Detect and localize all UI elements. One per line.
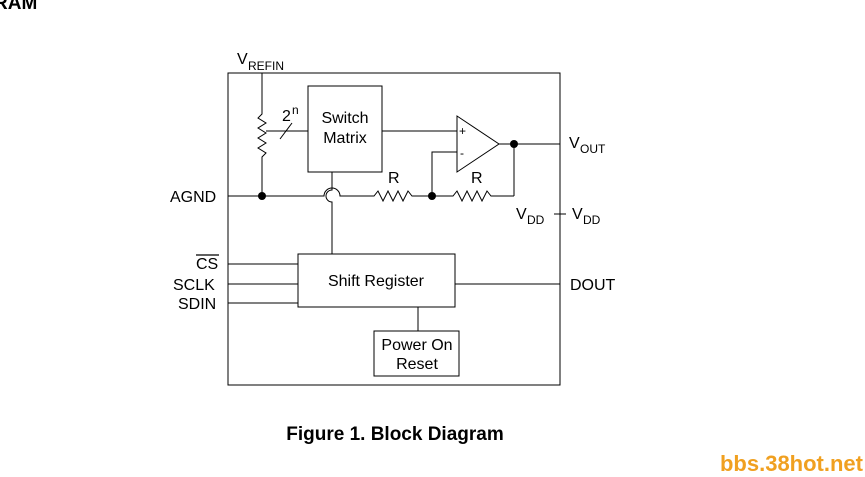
matrix-to-shift-register-wire — [325, 172, 333, 254]
agnd-label: AGND — [170, 189, 216, 206]
resistor-r2 — [432, 189, 514, 203]
agnd-junction-dot — [258, 192, 266, 200]
switch-matrix-label-1: Switch — [321, 110, 368, 127]
svg-text:2: 2 — [282, 108, 291, 125]
shift-register-block — [297, 253, 456, 308]
op-amp-minus: - — [460, 146, 464, 160]
svg-text:V: V — [569, 135, 580, 152]
vrefin-label: V REFIN — [237, 51, 284, 73]
bus-width-label: 2 n — [282, 103, 299, 125]
shift-register-label: Shift Register — [328, 273, 425, 290]
sdin-label: SDIN — [178, 296, 216, 313]
svg-text:DD: DD — [527, 213, 545, 227]
vout-label: V OUT — [569, 135, 606, 156]
power-on-reset-block — [373, 330, 460, 377]
section-heading-fragment: RAM — [0, 0, 37, 14]
svg-text:V: V — [237, 51, 248, 68]
svg-text:OUT: OUT — [580, 142, 606, 156]
op-amp — [456, 115, 500, 173]
svg-text:CS: CS — [196, 256, 218, 273]
resistor-r1-label: R — [388, 170, 400, 187]
svg-text:DD: DD — [583, 213, 601, 227]
resistor-r1 — [370, 189, 432, 203]
dout-label: DOUT — [570, 277, 616, 294]
switch-matrix-block — [307, 85, 383, 173]
svg-text:V: V — [516, 206, 527, 223]
power-on-reset-label-2: Reset — [396, 356, 438, 373]
vdd-inner-label: V DD — [516, 206, 545, 227]
switch-matrix-label-2: Matrix — [323, 130, 367, 147]
power-on-reset-label-1: Power On — [381, 337, 452, 354]
inverting-input-wire — [431, 151, 457, 196]
op-amp-plus: + — [459, 124, 466, 138]
cs-label: CS — [196, 254, 219, 273]
svg-text:V: V — [572, 206, 583, 223]
figure-caption: Figure 1. Block Diagram — [286, 424, 504, 445]
sclk-label: SCLK — [173, 277, 215, 294]
resistor-ladder — [257, 110, 267, 196]
resistor-r2-label: R — [471, 170, 483, 187]
bus-slash-mark — [279, 122, 293, 140]
svg-text:REFIN: REFIN — [248, 59, 284, 73]
vdd-outer-label: V DD — [572, 206, 601, 227]
svg-text:n: n — [292, 103, 299, 117]
watermark: bbs.38hot.net — [720, 451, 864, 476]
